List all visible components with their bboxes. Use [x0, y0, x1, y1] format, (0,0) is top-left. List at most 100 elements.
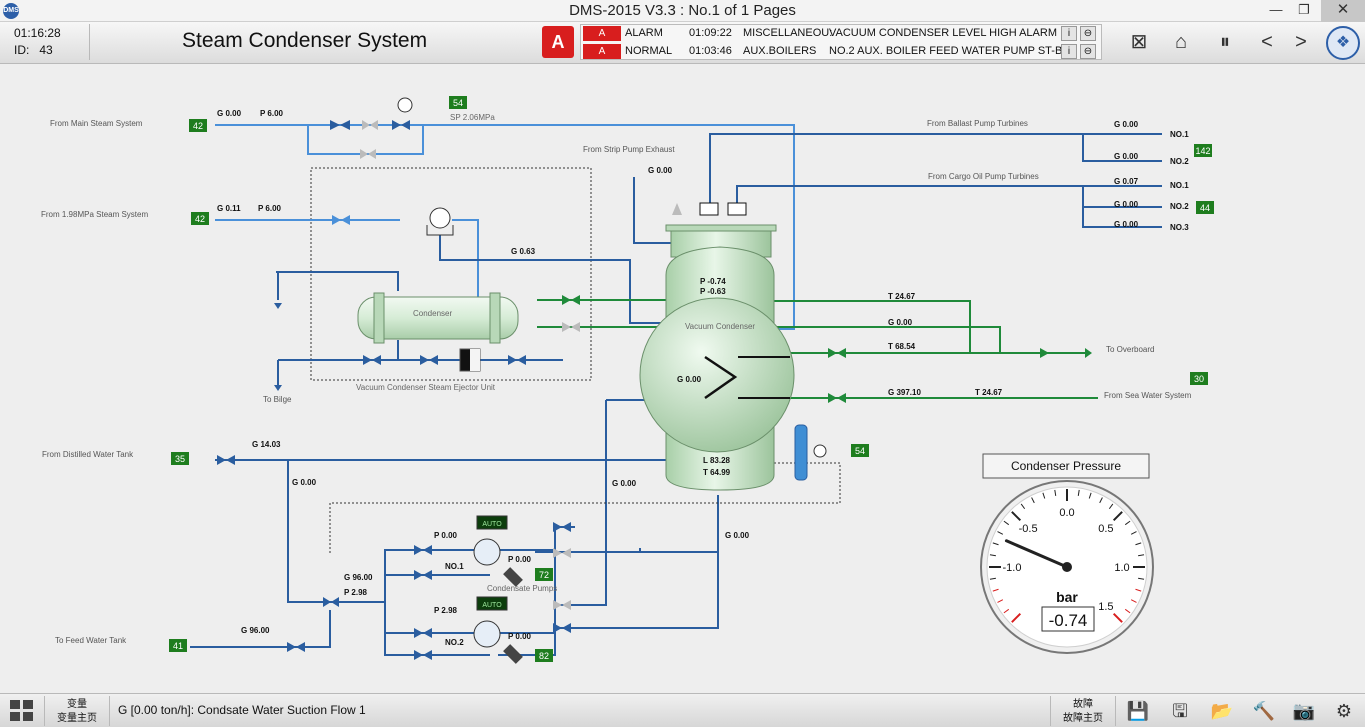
tag-steam-198[interactable]: 42: [195, 214, 205, 224]
alarm-group: MISCELLANEOU:: [743, 27, 833, 39]
open-folder-icon[interactable]: 📂: [1210, 701, 1234, 721]
save-as-icon[interactable]: 🖫: [1172, 701, 1188, 721]
alarm-ack-button[interactable]: ⊖: [1080, 26, 1096, 41]
valve-icon[interactable]: [414, 628, 432, 638]
pump-motor-icon: [503, 567, 523, 587]
alarm-row[interactable]: A NORMAL 01:03:46 AUX.BOILERS NO.2 AUX. …: [581, 43, 1103, 60]
tag-sp-valve[interactable]: 54: [453, 98, 463, 108]
valve-icon[interactable]: [362, 120, 378, 130]
reading-cw-g: G 0.00: [888, 318, 913, 327]
alarm-description: NO.2 AUX. BOILER FEED WATER PUMP ST-BY: [829, 45, 1070, 57]
tag-main-steam[interactable]: 42: [193, 121, 203, 131]
pump-no1-auto-badge[interactable]: [476, 515, 508, 530]
alarm-summary-button[interactable]: A: [542, 26, 574, 58]
gauge-tick-label: 0.5: [1098, 523, 1113, 535]
next-page-icon[interactable]: >: [1295, 31, 1307, 53]
valve-icon[interactable]: [330, 120, 350, 130]
valve-icon[interactable]: [553, 548, 571, 558]
tag-sea-water[interactable]: 30: [1194, 374, 1204, 384]
pump-no1-icon[interactable]: [473, 538, 501, 566]
valve-icon[interactable]: [414, 650, 432, 660]
reading-ballast-g1: G 0.00: [1114, 120, 1139, 129]
ejector-unit-frame: [310, 167, 592, 381]
reading-pump2-out-p: P 0.00: [508, 632, 532, 641]
gauge-tick: [1130, 531, 1137, 535]
alarm-info-button[interactable]: i: [1061, 26, 1077, 41]
settings-icon[interactable]: ⚙: [1335, 701, 1353, 721]
prev-page-icon[interactable]: <: [1261, 31, 1273, 53]
gauge-tick: [1108, 503, 1114, 510]
valve-icon[interactable]: [217, 455, 235, 465]
mute-icon[interactable]: ⊠: [1130, 31, 1148, 53]
reading-condenser-p1: P -0.74: [700, 277, 726, 286]
reading-feed-g: G 96.00: [241, 626, 270, 635]
valve-icon[interactable]: [420, 355, 438, 365]
label-ballast: From Ballast Pump Turbines: [927, 119, 1028, 128]
fault-home-button[interactable]: 故障 故障主页: [1050, 696, 1116, 726]
valve-icon[interactable]: [553, 600, 571, 610]
three-way-valve-icon[interactable]: [323, 597, 339, 607]
home-icon[interactable]: ⌂: [1174, 31, 1188, 53]
valve-icon[interactable]: [562, 295, 580, 305]
valve-icon[interactable]: [562, 322, 580, 332]
tag-level[interactable]: 54: [855, 446, 865, 456]
variable-home-label: 变量主页: [57, 713, 97, 724]
valve-icon[interactable]: [1040, 348, 1058, 358]
valve-icon[interactable]: [553, 522, 571, 532]
pump-no2-icon[interactable]: [473, 620, 501, 648]
alarm-row[interactable]: A ALARM 01:09:22 MISCELLANEOU: VACUUM CO…: [581, 25, 1103, 42]
ejector-body: [426, 225, 454, 236]
valve-icon[interactable]: [360, 149, 376, 159]
tag-distilled[interactable]: 35: [175, 454, 185, 464]
tag-cargo-oil[interactable]: 44: [1200, 203, 1210, 213]
reading-mix-g: G 96.00: [344, 573, 373, 582]
valve-icon[interactable]: [508, 355, 526, 365]
gauge-tick: [1138, 577, 1145, 580]
variable-home-button[interactable]: 变量 变量主页: [44, 696, 110, 726]
camera-icon[interactable]: 📷: [1292, 701, 1316, 721]
label-vacuum-condenser-text: Vacuum Condenser: [685, 322, 755, 331]
valve-icon[interactable]: [828, 393, 846, 403]
steam-condenser-diagram: 42 54 142 44 42 30 35 54 72 82 41 AUTO A…: [41, 96, 1214, 664]
gauge-tick: [1088, 492, 1092, 499]
gauge-tick: [1112, 612, 1123, 623]
tag-pump1[interactable]: 72: [539, 570, 549, 580]
alarm-ack-button[interactable]: ⊖: [1080, 44, 1096, 59]
alarm-info-button[interactable]: i: [1061, 44, 1077, 59]
station-id-value: 43: [39, 43, 53, 57]
valve-icon[interactable]: [332, 215, 350, 225]
gauge-unit: bar: [1056, 589, 1078, 605]
gauge-tick: [1138, 554, 1145, 557]
tag-ballast[interactable]: 142: [1195, 146, 1210, 156]
clock-panel: 01:16:28 ID: 43: [6, 24, 90, 60]
pump-no2-auto-badge[interactable]: [476, 596, 508, 611]
valve-icon[interactable]: [828, 348, 846, 358]
tag-feed[interactable]: 41: [173, 641, 183, 651]
pause-icon[interactable]: ⏸: [1220, 31, 1230, 53]
valve-icon[interactable]: [414, 570, 432, 580]
gauge-tick: [1003, 608, 1010, 614]
minimize-button[interactable]: —: [1269, 2, 1283, 17]
turbine-exhaust-valve-icon: [699, 202, 719, 216]
valve-icon[interactable]: [287, 642, 305, 652]
gauge-tick: [1031, 497, 1035, 504]
label-strip-pump: From Strip Pump Exhaust: [583, 145, 675, 154]
tool-icon[interactable]: 🔨: [1252, 701, 1276, 721]
maximize-button[interactable]: ❐: [1298, 2, 1310, 17]
gauge-tick: [1130, 599, 1137, 603]
save-icon[interactable]: 💾: [1126, 701, 1150, 721]
close-button[interactable]: ✕: [1321, 0, 1365, 22]
variable-label: 变量: [67, 699, 87, 710]
ejector-icon: [429, 207, 451, 229]
valve-icon[interactable]: [363, 355, 381, 365]
label-pump-no1: NO.1: [445, 562, 464, 571]
gauge-tick-label: 1.0: [1114, 562, 1129, 574]
valve-icon[interactable]: [414, 545, 432, 555]
status-bar: 变量 变量主页 G [0.00 ton/h]: Condsate Water S…: [0, 693, 1365, 727]
valve-icon[interactable]: [392, 120, 410, 130]
tag-pump2[interactable]: 82: [539, 651, 549, 661]
valve-icon[interactable]: [553, 623, 571, 633]
station-id: ID: 43: [14, 43, 53, 57]
reading-dist-g: G 14.03: [252, 440, 281, 449]
menu-grid-icon[interactable]: [10, 700, 34, 722]
